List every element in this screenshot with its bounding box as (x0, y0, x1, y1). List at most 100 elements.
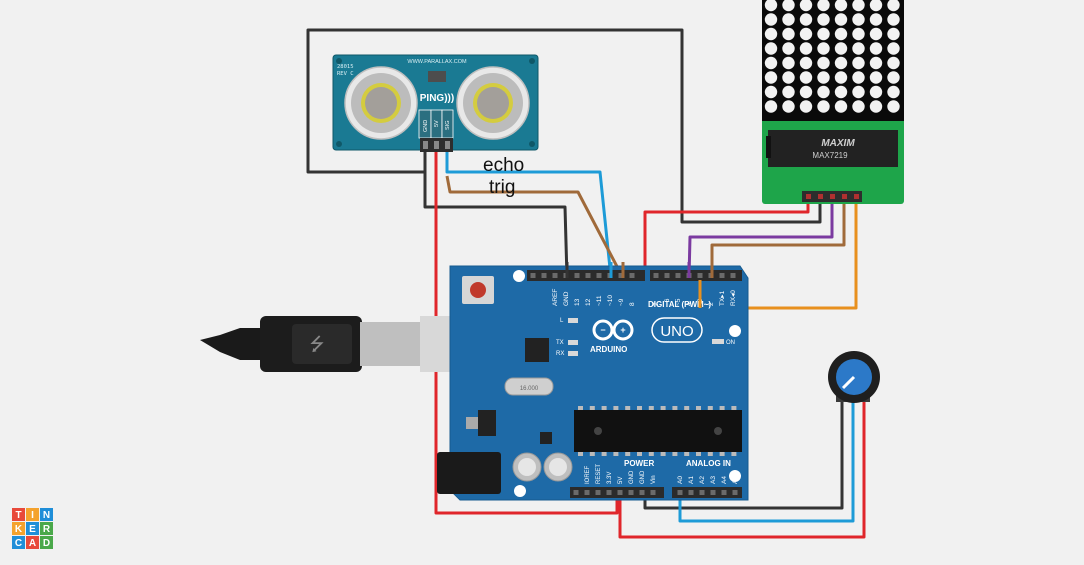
tinkercad-logo-letter: D (43, 538, 50, 549)
header-hole[interactable] (628, 490, 634, 495)
matrix-pin-clk[interactable] (854, 194, 859, 199)
power-header-label: POWER (624, 459, 654, 468)
header-hole[interactable] (530, 273, 536, 278)
digital-pin-label: ~10 (607, 295, 614, 306)
header-hole[interactable] (664, 273, 670, 278)
matrix-pin-din[interactable] (830, 194, 835, 199)
matrix-led (887, 85, 900, 99)
power-jack[interactable] (437, 452, 501, 494)
wire-pot-signal[interactable] (678, 402, 855, 523)
matrix-led (817, 85, 830, 99)
analog-pin-label: A4 (721, 476, 728, 484)
header-hole[interactable] (541, 273, 547, 278)
matrix-pin-vcc[interactable] (806, 194, 811, 199)
matrix-pin-cs[interactable] (842, 194, 847, 199)
header-hole[interactable] (719, 273, 725, 278)
chip-model: MAX7219 (812, 151, 848, 160)
matrix-led (764, 56, 778, 70)
matrix-led (887, 0, 900, 12)
chip-brand: MAXIM (821, 138, 855, 149)
header-hole[interactable] (618, 273, 624, 278)
digital-pin-label: GND (563, 291, 570, 306)
header-hole[interactable] (596, 273, 602, 278)
digital-pin-label: ~9 (618, 298, 625, 306)
matrix-led (764, 27, 778, 41)
tinkercad-logo-letter: C (15, 538, 22, 549)
header-hole[interactable] (585, 273, 591, 278)
analog-pin-label: A2 (699, 476, 706, 484)
ping-pin-gnd[interactable] (423, 141, 428, 149)
digital-pin-label: ~6 (664, 298, 671, 306)
matrix-led (817, 71, 830, 84)
wire-ping-gnd-to-matrix[interactable] (306, 28, 822, 224)
wire-matrix-din[interactable] (687, 197, 834, 279)
led-matrix-dots (764, 0, 900, 113)
small-transistor (540, 432, 552, 444)
tinkercad-logo-letter: N (43, 510, 50, 521)
header-hole[interactable] (732, 490, 738, 495)
wire-matrix-cs[interactable] (710, 197, 846, 278)
matrix-led (764, 0, 778, 12)
wire-pot-vcc[interactable] (640, 402, 866, 539)
header-hole[interactable] (574, 273, 580, 278)
matrix-led (887, 56, 900, 70)
matrix-led (834, 56, 848, 70)
wire-label-trig: trig (489, 177, 515, 198)
header-hole[interactable] (688, 490, 694, 495)
header-hole[interactable] (639, 490, 645, 495)
wire-echo[interactable] (445, 150, 613, 279)
header-hole[interactable] (699, 490, 705, 495)
matrix-led (834, 100, 848, 113)
analog-pin-label: A5 (732, 476, 739, 484)
header-hole[interactable] (675, 273, 681, 278)
power-pin-label: 5V (618, 477, 624, 484)
matrix-led (834, 13, 848, 26)
header-hole[interactable] (617, 490, 623, 495)
matrix-led (852, 27, 865, 41)
power-pin-label: IOREF (585, 465, 591, 484)
wire-label-echo: echo (483, 155, 524, 176)
usb-icon: ⭍ (310, 334, 325, 354)
header-hole[interactable] (710, 490, 716, 495)
arduino-logo: − + ARDUINO UNO (590, 317, 703, 354)
potentiometer[interactable] (828, 351, 880, 403)
matrix-led (887, 42, 900, 55)
ping-pin-5v[interactable] (434, 141, 439, 149)
reset-button[interactable] (462, 276, 494, 304)
matrix-led (782, 0, 795, 12)
matrix-led (782, 100, 795, 113)
digital-pin-label: AREF (552, 289, 559, 306)
matrix-led (869, 27, 883, 41)
ping-pin-label-5v: 5V (434, 120, 440, 127)
header-hole[interactable] (653, 273, 659, 278)
ping-pin-sig[interactable] (445, 141, 450, 149)
led-label-l: L (560, 318, 564, 324)
ping-pin-header: GND 5V SIG (418, 109, 454, 152)
matrix-pin-gnd[interactable] (818, 194, 823, 199)
header-hole[interactable] (730, 273, 736, 278)
header-hole[interactable] (606, 490, 612, 495)
matrix-led (817, 42, 830, 55)
wire-pot-gnd[interactable] (643, 402, 844, 510)
matrix-led (799, 85, 813, 99)
header-hole[interactable] (721, 490, 727, 495)
wire-trig[interactable] (445, 175, 625, 279)
header-hole[interactable] (584, 490, 590, 495)
wire-ping-gnd-to-arduino[interactable] (423, 172, 569, 279)
led-matrix-module[interactable]: MAXIM MAX7219 (762, 0, 904, 204)
header-hole[interactable] (650, 490, 656, 495)
ping-sensor[interactable]: 28015 REV C WWW.PARALLAX.COM PING))) GND… (332, 54, 539, 152)
digital-pin-label: 12 (585, 298, 592, 306)
header-hole[interactable] (677, 490, 683, 495)
header-hole[interactable] (629, 273, 635, 278)
header-hole[interactable] (552, 273, 558, 278)
header-hole[interactable] (595, 490, 601, 495)
header-hole[interactable] (573, 490, 579, 495)
analog-header-label: ANALOG IN (686, 459, 731, 468)
header-hole[interactable] (697, 273, 703, 278)
